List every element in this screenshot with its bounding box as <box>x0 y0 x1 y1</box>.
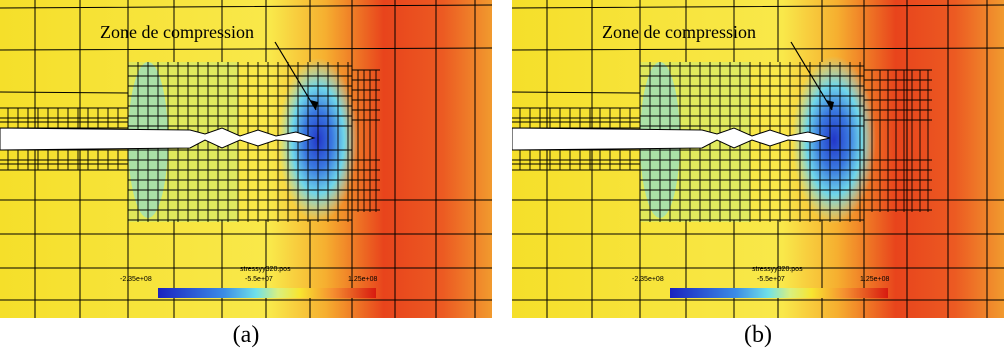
annotation-label-a: Zone de compression <box>100 22 254 42</box>
caption-a: (a) <box>232 322 260 348</box>
strip-mesh-b <box>512 107 640 171</box>
arrow-head-a <box>310 100 318 110</box>
crack-a <box>0 127 316 151</box>
strip-mesh-a <box>0 107 128 171</box>
annotation-label-b: Zone de compression <box>602 22 756 42</box>
colorbar-max-b: 1.25e+08 <box>860 276 890 283</box>
colorbar-min-a: -2.35e+08 <box>120 276 152 283</box>
colorbar-max-a: 1.25e+08 <box>348 276 378 283</box>
stress-field-plot-b <box>512 0 1004 318</box>
annotation-arrow-b <box>790 41 833 111</box>
crack-b <box>512 127 831 151</box>
colorbar-min-b: -2.35e+08 <box>632 276 664 283</box>
colorbar-title-a: stressyy320.pos <box>240 266 291 273</box>
colorbar-title-b: stressyy320.pos <box>752 266 803 273</box>
caption-b: (b) <box>744 322 772 348</box>
colorbar-mid-b: -5.5e+07 <box>757 276 785 283</box>
colorbar-mid-a: -5.5e+07 <box>245 276 273 283</box>
colorbar-b <box>670 288 888 298</box>
figure-panel-b: Zone de compression stressyy320.pos -2.3… <box>512 0 1004 318</box>
annotation-arrow-a <box>274 41 317 111</box>
stress-background-b <box>512 0 1004 318</box>
stress-field-plot-a <box>0 0 492 318</box>
stress-background-a <box>0 0 492 318</box>
figure-panel-a: Zone de compression stressyy320.pos -2.3… <box>0 0 492 318</box>
compression-zone-b <box>792 56 876 224</box>
arrow-head-b <box>826 100 834 110</box>
colorbar-a <box>158 288 376 298</box>
